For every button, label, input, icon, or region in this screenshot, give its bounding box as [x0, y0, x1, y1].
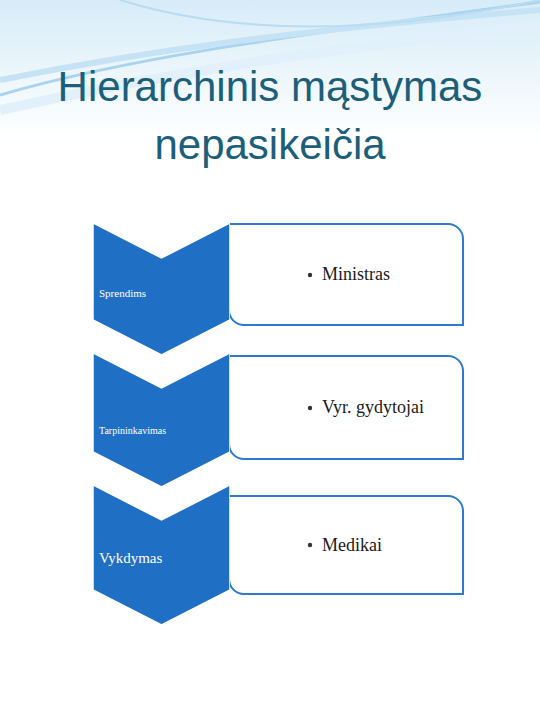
swirl-line — [120, 0, 540, 26]
chevron-step: Sprendims — [93, 223, 230, 355]
slide-title: Hierarchinis mąstymas nepasikeičia — [20, 58, 520, 174]
bullet-dot — [306, 404, 314, 412]
bullet-dot — [308, 272, 312, 276]
chevron-fill — [93, 485, 230, 625]
bullet-dot — [306, 541, 314, 549]
chevron-step: Tarpininkavimas — [93, 353, 230, 487]
bullet-dot — [308, 405, 312, 409]
chevron-fill — [93, 353, 230, 487]
role-box: Vyr. gydytojai — [228, 355, 464, 460]
role-label: Ministras — [322, 264, 390, 285]
chevron-shape — [93, 353, 230, 487]
slide-panel — [10, 150, 530, 710]
role-box: Medikai — [228, 495, 464, 595]
role-label: Medikai — [322, 535, 382, 556]
role-box: Ministras — [228, 223, 464, 326]
chevron-step: Vykdymas — [93, 485, 230, 625]
step-label: Vykdymas — [99, 550, 162, 567]
role-label: Vyr. gydytojai — [322, 397, 424, 418]
step-label: Sprendims — [99, 287, 146, 299]
bullet-dot — [306, 271, 314, 279]
step-label: Tarpininkavimas — [99, 425, 166, 436]
bullet-dot — [308, 543, 312, 547]
chevron-fill — [93, 223, 230, 355]
